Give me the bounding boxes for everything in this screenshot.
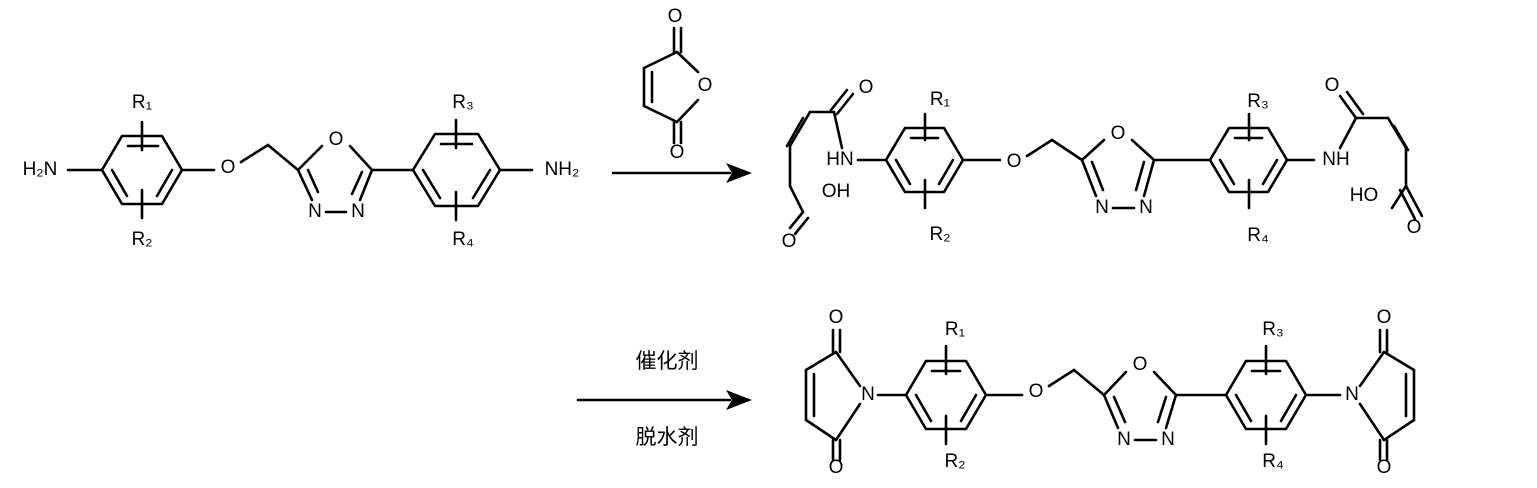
label-ether-o: O xyxy=(221,157,236,178)
label-int-r1: R₁ xyxy=(930,89,950,110)
label-int-ether-o: O xyxy=(1007,151,1022,172)
label-imide-o-left-bottom: O xyxy=(829,457,844,478)
label-int-r2: R₂ xyxy=(929,224,950,245)
label-oxadiazole-o: O xyxy=(329,129,344,150)
label-anhydride-o-ring: O xyxy=(698,75,713,96)
label-prod-ether-o: O xyxy=(1029,381,1044,402)
product-bismaleimide: O O N R₁ R₂ O O N N xyxy=(804,307,1416,478)
label-r4: R₄ xyxy=(452,229,474,250)
reagent-dehydrating-agent: 脱水剂 xyxy=(636,425,699,449)
label-ho-right: HO xyxy=(1350,185,1379,206)
label-hn-left: HN xyxy=(826,149,853,170)
maleic-anhydride: O O O xyxy=(642,6,713,163)
label-prod-r1: R₁ xyxy=(945,319,965,340)
reagent-catalyst: 催化剂 xyxy=(636,349,699,373)
label-int-oxadiazole-o: O xyxy=(1111,123,1126,144)
label-acid-o-right: O xyxy=(1407,217,1422,238)
label-imide-n-right: N xyxy=(1345,384,1359,405)
label-anhydride-o-bottom: O xyxy=(670,142,685,163)
label-oh-left: OH xyxy=(822,181,851,202)
label-imide-o-right-top: O xyxy=(1377,307,1392,328)
label-prod-r2: R₂ xyxy=(944,451,965,472)
reaction-arrow-2: 催化剂 脱水剂 xyxy=(576,349,752,449)
label-int-r3: R₃ xyxy=(1247,91,1268,112)
label-r3: R₃ xyxy=(452,92,473,113)
label-nh2: NH₂ xyxy=(545,159,580,180)
label-amide-o-right: O xyxy=(1325,75,1340,96)
label-int-r4: R₄ xyxy=(1247,225,1269,246)
label-nh-right: NH xyxy=(1322,149,1349,170)
reaction-arrow-1 xyxy=(611,163,752,183)
label-prod-n-left: N xyxy=(1117,429,1131,450)
label-prod-r4: R₄ xyxy=(1262,451,1284,472)
label-prod-n-right: N xyxy=(1161,429,1175,450)
label-n-right: N xyxy=(351,201,365,222)
starting-diamine: H₂N R₁ R₂ O O N N R₃ R₄ xyxy=(23,92,580,250)
label-acid-o-left: O xyxy=(782,231,797,252)
label-anhydride-o-top: O xyxy=(668,6,683,27)
label-r2: R₂ xyxy=(131,229,152,250)
intermediate-bismaleamic-acid: O O OH HN R₁ R₂ O O N xyxy=(782,75,1424,252)
label-amide-o-left: O xyxy=(859,77,874,98)
label-imide-o-left-top: O xyxy=(829,307,844,328)
label-r1: R₁ xyxy=(132,92,152,113)
label-h2n: H₂N xyxy=(23,159,58,180)
label-int-n-left: N xyxy=(1095,197,1109,218)
label-n-left: N xyxy=(308,201,322,222)
label-int-n-right: N xyxy=(1139,197,1153,218)
label-imide-o-right-bottom: O xyxy=(1377,457,1392,478)
label-prod-r3: R₃ xyxy=(1262,319,1283,340)
label-prod-oxadiazole-o: O xyxy=(1133,354,1148,375)
label-imide-n-left: N xyxy=(861,384,875,405)
